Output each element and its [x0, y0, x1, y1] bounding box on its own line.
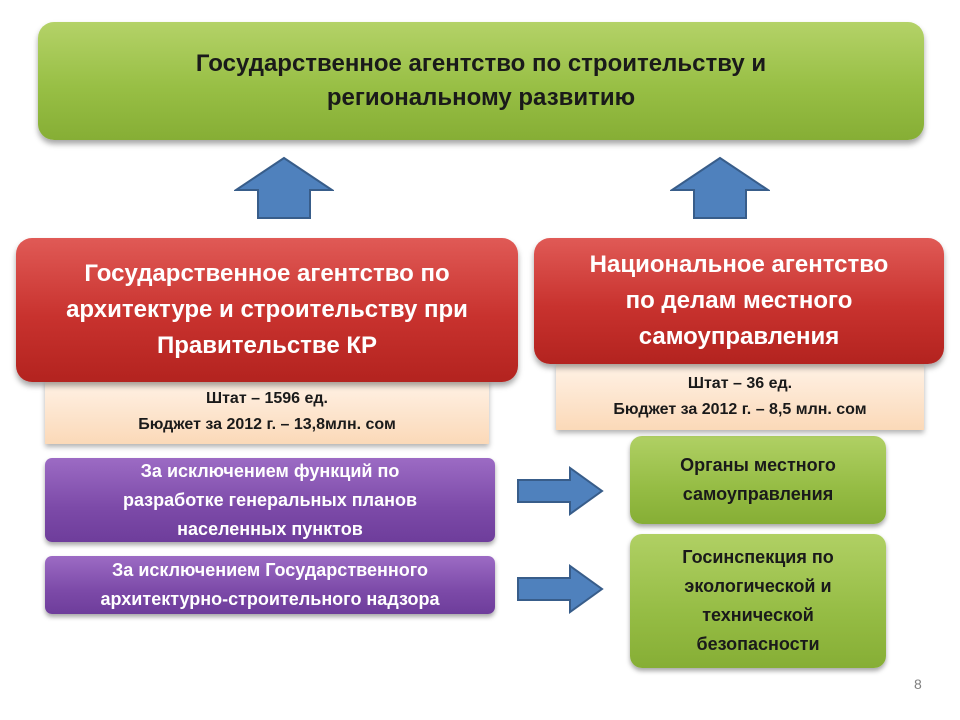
right-agency-budget: Бюджет за 2012 г. – 8,5 млн. сом [613, 401, 867, 418]
right-arrow-2-icon [517, 564, 604, 614]
left-agency-line-3: Правительстве КР [156, 332, 378, 359]
top-box-line-1: Государственное агентство по строительст… [195, 50, 767, 77]
left-agency-line-2: архитектуре и строительству при [66, 296, 468, 323]
exception-2-line-2: архитектурно-строительного надзора [100, 589, 440, 609]
safety-inspection-box: Госинспекция по экологической и техничес… [630, 534, 886, 668]
up-arrow-left-icon [234, 156, 334, 219]
left-agency-line-1: Государственное агентство по [84, 260, 450, 287]
local-self-government-bodies-box: Органы местного самоуправления [630, 436, 886, 524]
exception-master-plans-box: За исключением функций по разработке ген… [45, 458, 495, 542]
exception-1-line-2: разработке генеральных планов [122, 489, 418, 510]
right-agency-stats: Штат – 36 ед. Бюджет за 2012 г. – 8,5 мл… [556, 364, 924, 430]
left-agency-stats: Штат – 1596 ед. Бюджет за 2012 г. – 13,8… [45, 380, 489, 444]
right-agency-line-3: самоуправления [638, 323, 840, 350]
target-1-line-1: Органы местного [680, 455, 836, 475]
right-agency-line-2: по делам местного [625, 287, 853, 314]
page-number: 8 [914, 676, 922, 692]
target-2-line-3: технической [702, 605, 814, 625]
target-2-line-1: Госинспекция по [682, 547, 834, 567]
up-arrow-right-icon [670, 156, 770, 219]
target-2-line-4: безопасности [696, 634, 820, 654]
right-agency-staff: Штат – 36 ед. [687, 375, 793, 392]
regional-development-agency-box: Государственное агентство по строительст… [38, 22, 924, 140]
architecture-agency-box: Государственное агентство по архитектуре… [16, 238, 518, 382]
right-arrow-1-icon [517, 466, 604, 516]
exception-2-line-1: За исключением Государственного [112, 560, 428, 580]
exception-construction-supervision-box: За исключением Государственного архитект… [45, 556, 495, 614]
target-1-line-2: самоуправления [682, 484, 834, 504]
exception-1-line-3: населенных пунктов [177, 518, 363, 539]
left-agency-staff: Штат – 1596 ед. [206, 390, 328, 407]
right-agency-line-1: Национальное агентство [589, 251, 889, 278]
top-box-line-2: региональному развитию [326, 84, 636, 111]
target-2-line-2: экологической и [684, 576, 832, 596]
left-agency-budget: Бюджет за 2012 г. – 13,8млн. сом [138, 416, 396, 433]
exception-1-line-1: За исключением функций по [140, 460, 400, 481]
local-government-agency-box: Национальное агентство по делам местного… [534, 238, 944, 364]
